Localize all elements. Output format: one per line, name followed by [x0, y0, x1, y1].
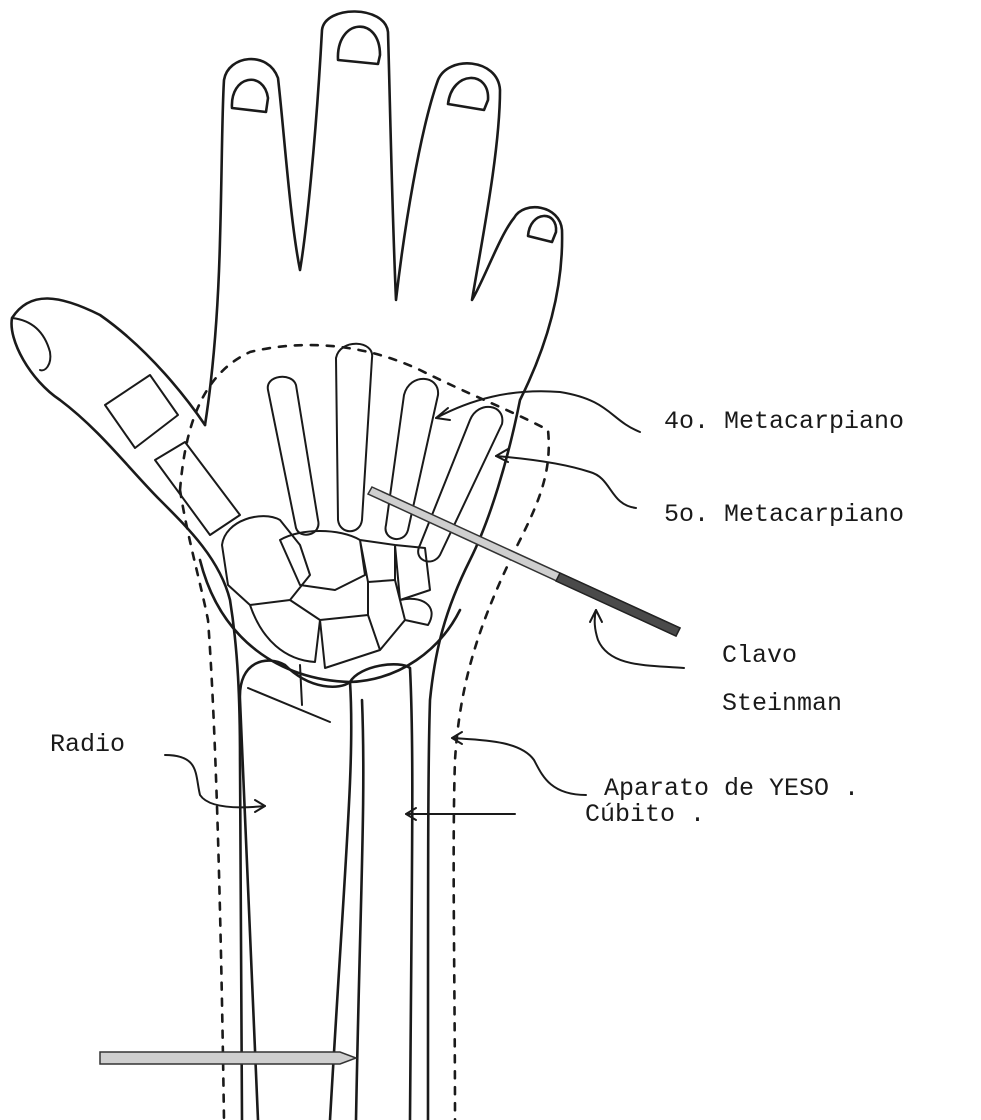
thumb-outline: [12, 298, 242, 1120]
label-4th-metacarpal: 4o. Metacarpiano: [664, 407, 904, 436]
label-pin-line1: Clavo: [722, 641, 797, 670]
fingernail-index: [232, 80, 268, 112]
ulna-bone: [350, 664, 412, 1120]
leader-cast: [452, 738, 586, 795]
thumb-phalanx-proximal: [105, 375, 178, 448]
thumbnail: [12, 318, 50, 370]
plaster-cast-outline: [180, 345, 549, 1120]
fracture-line: [248, 665, 330, 722]
fingernail-middle: [338, 27, 380, 64]
arrow-pin: [590, 610, 602, 622]
leader-metacarpal-5: [496, 456, 636, 508]
wrist-arc: [200, 560, 460, 682]
label-radius: Radio: [50, 730, 125, 759]
metacarpal-2: [268, 377, 319, 535]
hand-outline: [205, 11, 562, 1120]
radius-bone: [240, 661, 351, 1120]
fingernail-little: [528, 216, 556, 242]
fingernail-ring: [448, 78, 488, 110]
steinman-pin-lower: [100, 1052, 356, 1064]
thumb-phalanx-distal: [155, 442, 240, 535]
label-pin-line2: Steinman: [722, 689, 842, 718]
metacarpal-3: [336, 344, 372, 532]
label-5th-metacarpal: 5o. Metacarpiano: [664, 500, 904, 529]
steinman-pin-upper-tip: [556, 573, 680, 636]
label-cast: Aparato de YESO .: [604, 774, 859, 803]
label-ulna: Cúbito .: [585, 800, 705, 829]
